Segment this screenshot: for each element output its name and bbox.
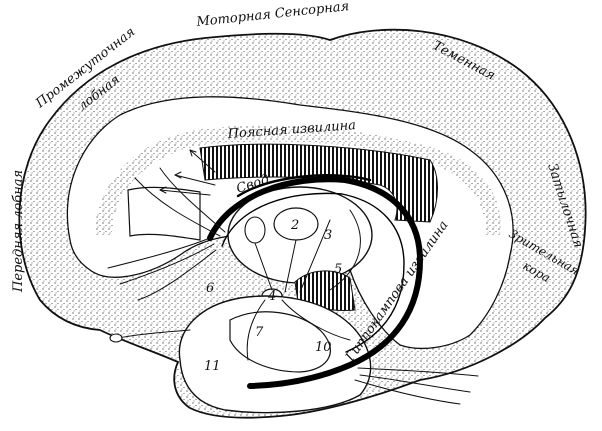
number-11: 11 xyxy=(204,359,221,374)
number-7: 7 xyxy=(255,325,264,340)
fornix-tract xyxy=(207,176,424,389)
hippocampal-outline xyxy=(229,311,331,373)
number-4: 4 xyxy=(267,289,276,304)
small-nucleus xyxy=(244,216,266,244)
projection-arrows xyxy=(159,149,216,196)
frontal-hatch xyxy=(127,186,201,241)
number-10: 10 xyxy=(315,340,332,355)
label-motor-sensory: Моторная Сенсорная xyxy=(195,0,350,30)
internal-connections xyxy=(246,209,361,361)
fornix-inner-line xyxy=(221,192,405,353)
hippocampal-fibers xyxy=(354,367,479,405)
number-6: 6 xyxy=(206,281,214,296)
number-2: 2 xyxy=(290,218,299,233)
label-anterior-frontal: Передняя лобная xyxy=(11,170,26,293)
olfactory-bulb xyxy=(109,329,191,343)
cingulate-zone-stipple xyxy=(95,125,501,235)
fornix-arc-upper xyxy=(236,174,372,198)
number-3: 3 xyxy=(324,228,332,243)
anterior-fibers xyxy=(107,167,226,301)
number-5: 5 xyxy=(334,262,342,277)
